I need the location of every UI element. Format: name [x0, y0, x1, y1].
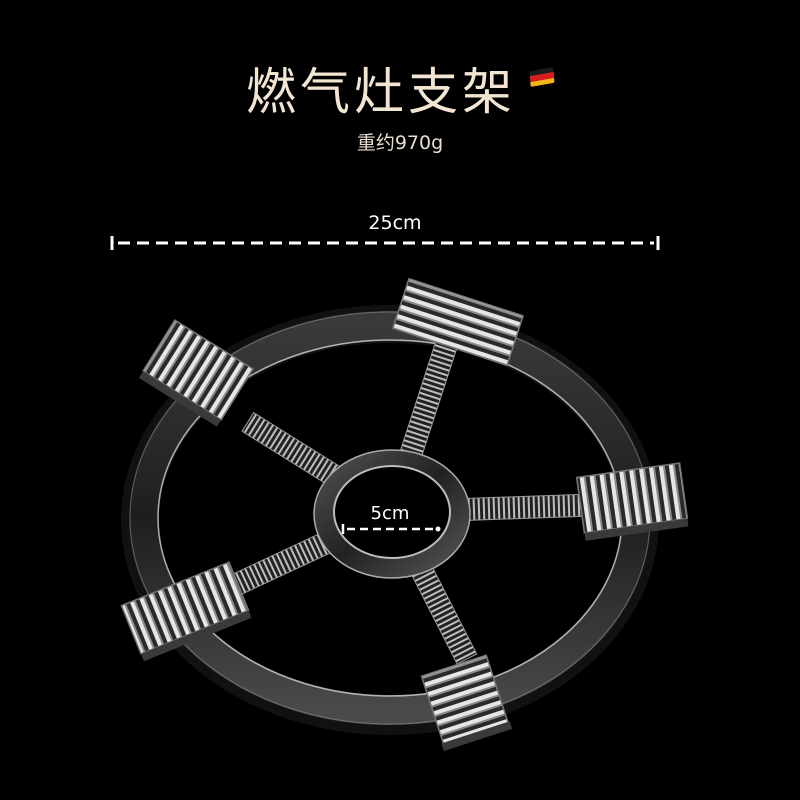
- inner-dimension-line: [341, 524, 441, 534]
- product-title: 燃气灶支架: [246, 63, 516, 121]
- product-title-row: 燃气灶支架: [0, 52, 800, 124]
- outer-dimension-label: 25cm: [368, 212, 422, 234]
- support-arms: [223, 341, 583, 665]
- support-pads: [120, 277, 689, 752]
- product-weight: 重约970g: [356, 132, 444, 154]
- center-hub: [313, 449, 471, 579]
- outer-dimension-line: [110, 236, 660, 250]
- inner-dimension-label: 5cm: [370, 503, 410, 524]
